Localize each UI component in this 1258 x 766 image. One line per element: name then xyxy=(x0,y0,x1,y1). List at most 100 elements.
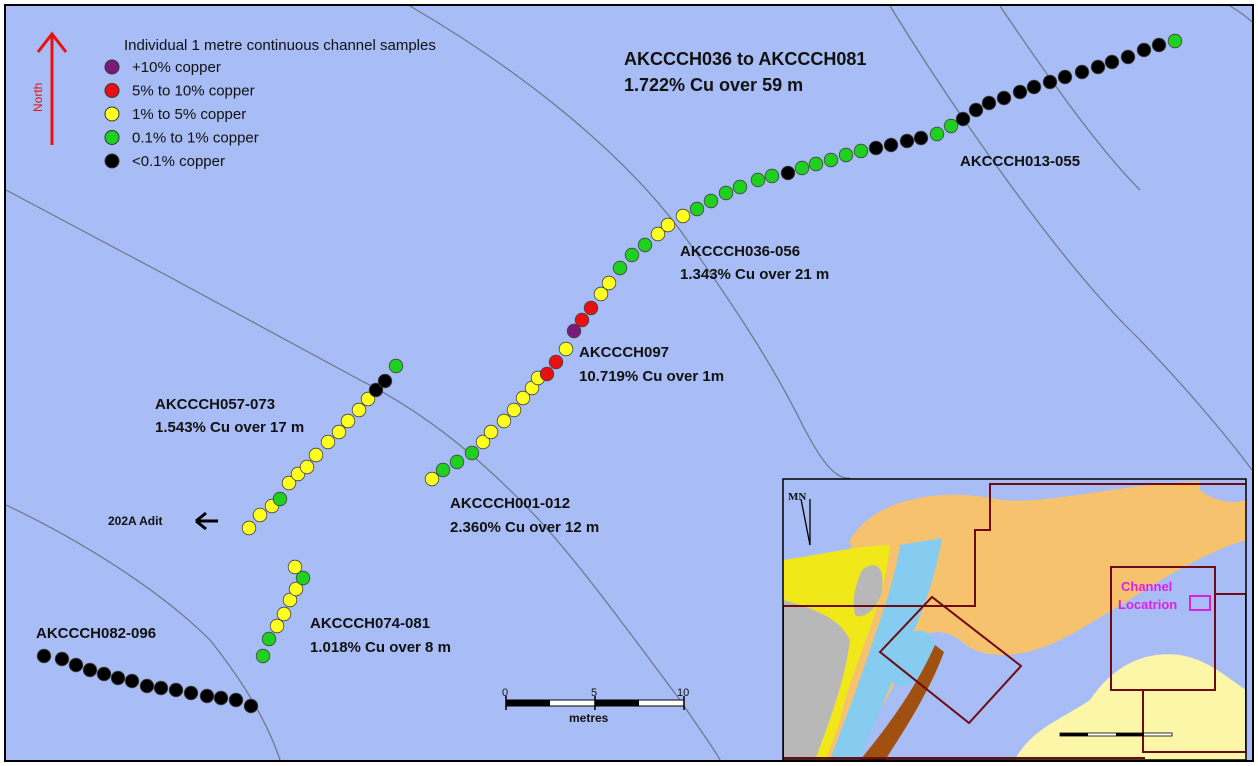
sample-dot xyxy=(272,491,288,507)
sample-dot xyxy=(360,391,376,407)
sample-dot xyxy=(624,247,640,263)
sample-dot xyxy=(281,475,297,491)
legend-label: 1% to 5% copper xyxy=(132,106,246,123)
sample-dot xyxy=(183,685,199,701)
label-ch082: AKCCCH082-096 xyxy=(36,625,156,642)
sample-dot xyxy=(593,286,609,302)
sample-dot xyxy=(388,358,404,374)
sample-dot xyxy=(539,366,555,382)
label-ch036-value: 1.343% Cu over 21 m xyxy=(680,266,829,283)
sample-dot xyxy=(1012,84,1028,100)
sample-dot xyxy=(750,172,766,188)
sample-dot xyxy=(558,341,574,357)
sample-dot xyxy=(54,651,70,667)
sample-dot xyxy=(424,471,440,487)
sample-dot xyxy=(295,570,311,586)
sample-dot xyxy=(883,137,899,153)
scale-tick-5: 5 xyxy=(591,687,597,699)
inset-map: Channel Locatrion MN xyxy=(782,478,1247,761)
sample-dot xyxy=(331,424,347,440)
label-ch097-value: 10.719% Cu over 1m xyxy=(579,368,724,385)
north-label: North xyxy=(31,83,45,112)
sample-dot xyxy=(913,130,929,146)
sample-dot xyxy=(82,662,98,678)
inset-mn-label: MN xyxy=(788,491,806,503)
label-adit: 202A Adit xyxy=(108,514,162,528)
sample-dot xyxy=(1026,79,1042,95)
sample-dot xyxy=(243,698,259,714)
label-ch057-value: 1.543% Cu over 17 m xyxy=(155,419,304,436)
label-ch074-name: AKCCCH074-081 xyxy=(310,615,430,632)
sample-dot xyxy=(703,193,719,209)
sample-dot xyxy=(853,143,869,159)
map-frame xyxy=(4,4,1254,762)
headline-line2: 1.722% Cu over 59 m xyxy=(624,75,803,95)
sample-dot xyxy=(943,118,959,134)
sample-dot xyxy=(255,648,271,664)
sample-dot xyxy=(548,354,564,370)
sample-dot xyxy=(637,237,653,253)
sample-dot xyxy=(68,657,84,673)
sample-dot xyxy=(276,606,292,622)
sample-dot xyxy=(299,459,315,475)
sample-dot xyxy=(340,413,356,429)
legend-swatch xyxy=(104,59,120,75)
sample-dot xyxy=(968,102,984,118)
sample-dot xyxy=(1136,42,1152,58)
sample-dot xyxy=(320,434,336,450)
sample-dot xyxy=(794,160,810,176)
label-ch057-name: AKCCCH057-073 xyxy=(155,396,275,413)
sample-dot xyxy=(96,666,112,682)
scale-tick-0: 0 xyxy=(502,687,508,699)
legend-swatch xyxy=(104,130,120,145)
inset-channel-label-2: Locatrion xyxy=(1118,597,1177,612)
sample-dot xyxy=(515,390,531,406)
label-ch036-name: AKCCCH036-056 xyxy=(680,243,800,260)
legend-label: 0.1% to 1% copper xyxy=(132,130,259,147)
sample-dot xyxy=(124,673,140,689)
sample-dot xyxy=(574,312,590,328)
sample-dot xyxy=(269,618,285,634)
sample-dot xyxy=(675,208,691,224)
label-ch097-name: AKCCCH097 xyxy=(579,344,669,361)
sample-dot xyxy=(764,168,780,184)
sample-dot xyxy=(1057,69,1073,85)
sample-dot xyxy=(1151,37,1167,53)
sample-dot xyxy=(168,682,184,698)
legend-swatch xyxy=(104,153,120,169)
scale-tick-10: 10 xyxy=(677,687,689,699)
sample-dot xyxy=(351,402,367,418)
sample-dot xyxy=(153,680,169,696)
legend-label: 5% to 10% copper xyxy=(132,83,255,100)
sample-dot xyxy=(838,147,854,163)
sample-dot xyxy=(689,201,705,217)
legend-label: <0.1% copper xyxy=(132,153,225,170)
sample-dot xyxy=(464,445,480,461)
sample-dot xyxy=(288,581,304,597)
sample-dot xyxy=(287,559,303,575)
inset-channel-label-1: Channel xyxy=(1121,579,1172,594)
label-ch001-value: 2.360% Cu over 12 m xyxy=(450,519,599,536)
inset-mn-arrow-icon xyxy=(800,498,811,546)
sample-dot xyxy=(1090,59,1106,75)
sample-dot xyxy=(308,447,324,463)
sample-dot xyxy=(1042,74,1058,90)
sample-dot xyxy=(435,462,451,478)
sample-dot xyxy=(241,520,257,536)
label-ch013: AKCCCH013-055 xyxy=(960,153,1080,170)
sample-dot xyxy=(718,185,734,201)
sample-dot xyxy=(823,152,839,168)
sample-dot xyxy=(261,631,277,647)
label-ch074-value: 1.018% Cu over 8 m xyxy=(310,639,451,656)
sample-dot xyxy=(496,413,512,429)
sample-dot xyxy=(36,648,52,664)
label-ch001-name: AKCCCH001-012 xyxy=(450,495,570,512)
sample-dot xyxy=(506,402,522,418)
sample-dot xyxy=(612,260,628,276)
legend-label: +10% copper xyxy=(132,59,221,76)
legend-swatch xyxy=(104,106,120,122)
sample-dot xyxy=(368,382,384,398)
sample-dot xyxy=(981,95,997,111)
sample-dot xyxy=(139,678,155,694)
